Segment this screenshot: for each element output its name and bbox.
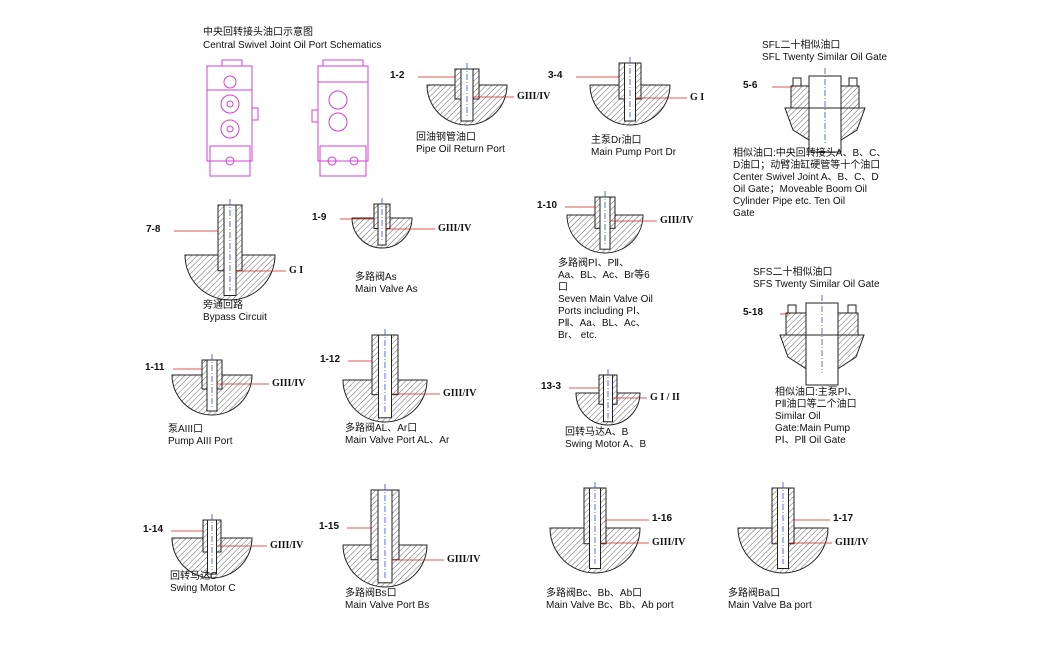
thread-spec-label: G I / II [650,392,680,403]
sfs-title-cn: SFS二十相似油口 [753,267,833,278]
thread-spec-label: GIII/IV [443,388,477,399]
part-id-label: 3-4 [548,70,563,81]
part-id-label: 1-2 [390,70,405,81]
thread-spec-label: GIII/IV [835,537,869,548]
fitting-1-11-drawing [171,354,269,416]
caption-cn: 多路阀AL、Ar口 [345,423,418,434]
caption-en: Main Pump Port Dr [591,147,677,158]
title-en: Central Swivel Joint Oil Port Schematics [203,40,382,51]
sfl-title-en: SFL Twenty Similar Oil Gate [762,52,888,63]
sfl-fitting-drawing [772,68,866,153]
part-id-label: 13-3 [541,381,562,392]
part-id-label: 7-8 [146,224,161,235]
thread-spec-label: GIII/IV [270,540,304,551]
part-id-label: 1-11 [145,362,165,373]
caption-en: Main Valve As [355,284,418,295]
fitting-1-10-drawing [565,191,657,254]
caption-cn: 多路阀Ba口 [728,588,781,599]
fitting-1-12-drawing [342,329,440,423]
part-id-label: 1-10 [537,200,558,211]
fitting-3-4-drawing [576,57,687,126]
fitting-1-15-drawing [342,484,444,588]
caption-cn: 回转马达A、B [565,427,629,438]
caption-cn: 多路阀PⅠ、PⅡ、 Aa、BL、Ac、Br等6 口 [558,258,650,293]
sfl-note: 相似油口:中央回转接头A、B、C、 D油口；动臂油缸硬管等十个油口 Center… [733,148,887,219]
caption-en: Swing Motor A、B [565,439,647,450]
thread-spec-label: GIII/IV [447,554,481,565]
thread-spec-label: G I [289,265,304,276]
thread-spec-label: GIII/IV [272,378,306,389]
caption-cn: 多路阀Bc、Bb、Ab口 [546,588,643,599]
thread-spec-label: GIII/IV [517,91,551,102]
part-id-label: 1-12 [320,354,341,365]
caption-en: Bypass Circuit [203,312,267,323]
thread-spec-label: G I [690,92,705,103]
thread-spec-label: GIII/IV [438,223,472,234]
sfl-title-cn: SFL二十相似油口 [762,40,841,51]
caption-en: Swing Motor C [170,583,236,594]
thread-spec-label: GIII/IV [660,215,694,226]
title-cn: 中央回转接头油口示意图 [203,27,313,38]
swivel-joint-schematic [206,59,369,177]
fitting-13-3-drawing [569,369,647,426]
caption-cn: 多路阀As [355,272,397,283]
fitting-1-17-drawing [737,482,832,574]
caption-cn: 主泵Dr油口 [591,135,642,146]
caption-en: Main Valve Ba port [728,600,812,611]
caption-en: Seven Main Valve Oil Ports including PⅠ、… [558,294,653,341]
sfl-part-id: 5-6 [743,80,758,91]
fitting-7-8-drawing [174,199,286,301]
caption-en: Main Valve Bc、Bb、Ab port [546,600,674,611]
caption-en: Pipe Oil Return Port [416,144,505,155]
sfs-title-en: SFS Twenty Similar Oil Gate [753,279,880,290]
caption-cn: 回油钢管油口 [416,132,476,143]
caption-cn: 旁通回路 [203,300,243,311]
sfs-note: 相似油口:主泵PⅠ、 PⅡ油口等二个油口 Similar Oil Gate:Ma… [775,387,858,446]
caption-en: Pump AIII Port [168,436,233,447]
caption-cn: 泵AIII口 [168,424,204,435]
caption-en: Main Valve Port Bs [345,600,430,611]
fitting-1-16-drawing [549,482,649,574]
fitting-1-14-drawing [171,514,267,579]
sfs-fitting-drawing [779,295,865,386]
fitting-1-2-drawing [418,63,514,126]
caption-cn: 回转马达C [170,571,218,582]
part-id-label: 1-16 [652,513,673,524]
sfs-part-id: 5-18 [743,307,764,318]
part-id-label: 1-9 [312,212,327,223]
part-id-label: 1-17 [833,513,854,524]
fitting-1-9-drawing [340,198,435,249]
part-id-label: 1-15 [319,521,340,532]
caption-cn: 多路阀Bs口 [345,588,397,599]
thread-spec-label: GIII/IV [652,537,686,548]
part-id-label: 1-14 [143,524,164,535]
caption-en: Main Valve Port AL、Ar [345,435,450,446]
